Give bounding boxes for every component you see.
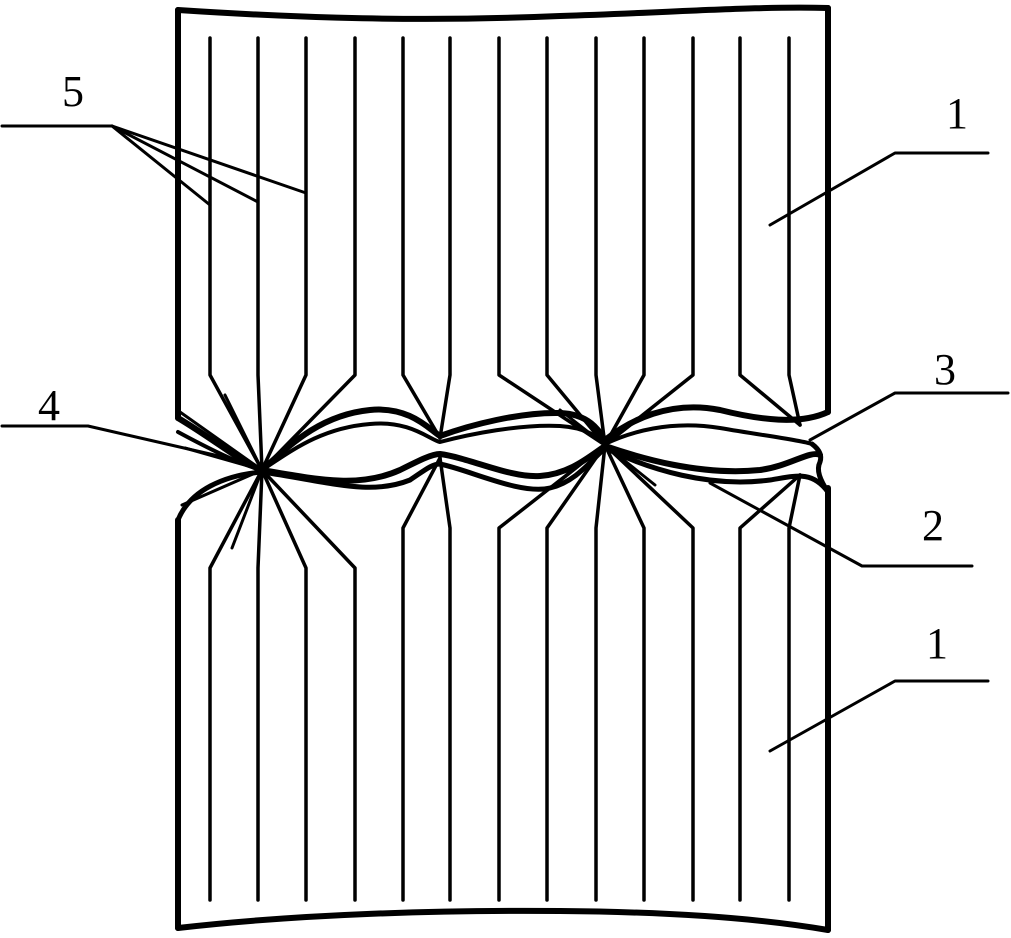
callout-leaders — [0, 124, 1010, 753]
lower-block-bottom-edge — [175, 907, 831, 933]
callout-label-3: 3 — [934, 345, 956, 394]
lower-membrane-upper — [259, 443, 823, 484]
callout-label-4: 4 — [38, 381, 60, 430]
upper-membrane-inner — [176, 421, 814, 472]
lower-membrane-lower — [175, 445, 831, 523]
upper-fiber-lines — [208, 36, 802, 472]
callout-label-1-bottom: 1 — [926, 619, 948, 668]
upper-block-top-edge — [175, 4, 831, 22]
lower-fiber-lines — [208, 443, 802, 902]
upper-membrane-outer — [175, 404, 831, 473]
callout-label-2: 2 — [922, 501, 944, 550]
callout-label-1-top: 1 — [946, 89, 968, 138]
callout-label-5: 5 — [62, 67, 84, 116]
membrane-right-end — [809, 441, 831, 495]
